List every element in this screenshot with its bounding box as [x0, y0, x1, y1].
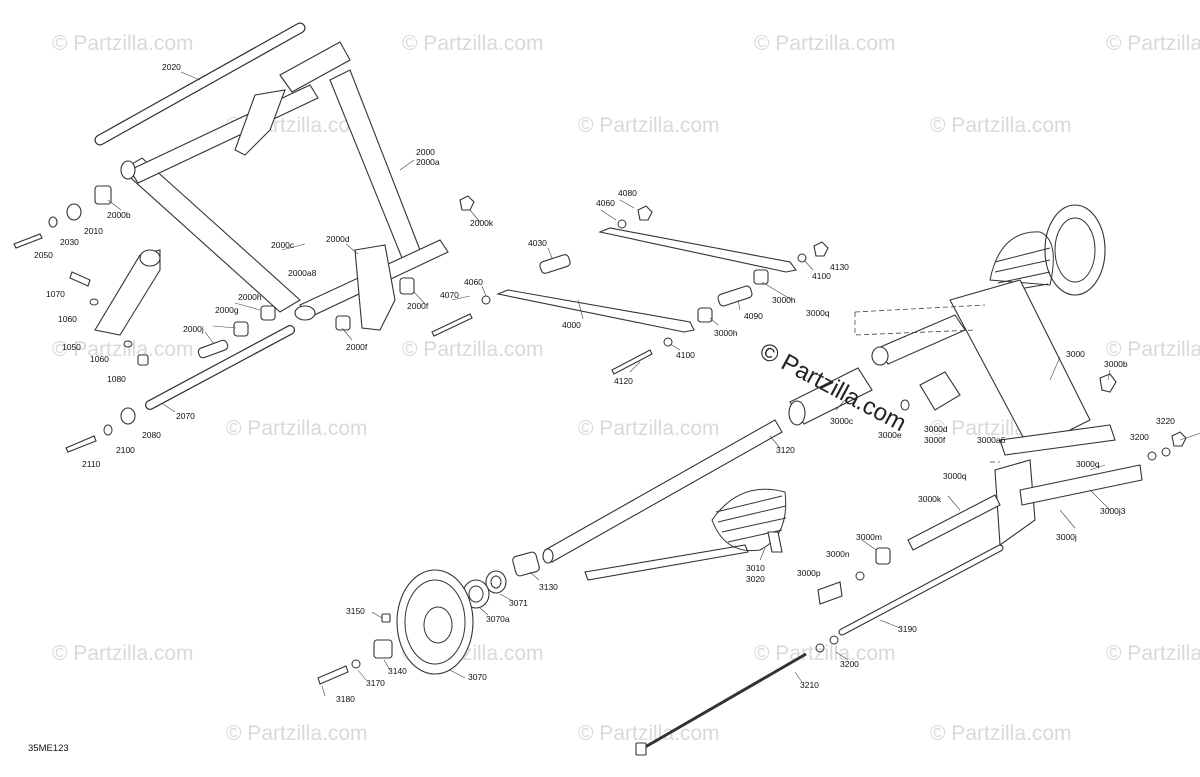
part-label: 3200: [840, 659, 859, 669]
part-label: 3000j3: [1100, 506, 1126, 516]
part-label: 3000k: [918, 494, 942, 504]
part-label: 1060: [58, 314, 77, 324]
part-label: 3180: [336, 694, 355, 704]
watermark: © Partzilla.com: [402, 338, 544, 361]
part-label: 3220: [1156, 416, 1175, 426]
watermark: © Partzilla.com: [52, 338, 194, 361]
part-label: 3130: [539, 582, 558, 592]
part-label: 3190: [898, 624, 917, 634]
part-label: 1080: [107, 374, 126, 384]
part-label: 2000h: [238, 292, 262, 302]
watermark: © Partzilla.com: [754, 642, 896, 665]
part-label: 3000f: [924, 435, 946, 445]
part-label: 3210: [800, 680, 819, 690]
part-label: 3070: [468, 672, 487, 682]
part-label: 3170: [366, 678, 385, 688]
watermark: © Partzilla.com: [52, 642, 194, 665]
part-label: 2000a: [416, 157, 440, 167]
part-labels: 2020 2000 2000a 2000b 2010 2030 2050 200…: [34, 62, 1175, 704]
part-label: 3200: [1130, 432, 1149, 442]
watermark: © Partzilla.com: [578, 722, 720, 745]
part-label: 4090: [744, 311, 763, 321]
part-label: 3000: [1066, 349, 1085, 359]
part-label: 2030: [60, 237, 79, 247]
link-rods: [431, 205, 829, 375]
part-label: 3000j: [1056, 532, 1077, 542]
part-label: 1060: [90, 354, 109, 364]
part-label: 3010: [746, 563, 765, 573]
part-label: 2000d: [326, 234, 350, 244]
watermark: © Partzilla.com: [578, 114, 720, 137]
part-label: 2010: [84, 226, 103, 236]
part-label: 4130: [830, 262, 849, 272]
watermark: © Partzilla.com: [226, 722, 368, 745]
part-label: 2080: [142, 430, 161, 440]
part-label: 2000j: [183, 324, 204, 334]
lower-shaft-assembly: [317, 419, 787, 685]
part-label: 3020: [746, 574, 765, 584]
watermark: © Partzilla.com: [226, 417, 368, 440]
part-label: 3000q: [806, 308, 830, 318]
part-label: 4060: [596, 198, 615, 208]
part-label: 2000f: [407, 301, 429, 311]
watermark: © Partzilla.com: [930, 722, 1072, 745]
part-label: 3120: [776, 445, 795, 455]
part-label: 3000q: [1076, 459, 1100, 469]
part-label: 2110: [82, 459, 101, 469]
part-label: 3000e: [878, 430, 902, 440]
part-label: 2070: [176, 411, 195, 421]
part-label: 3000p: [797, 568, 821, 578]
part-label: 3000d: [924, 424, 948, 434]
part-label: 4120: [614, 376, 633, 386]
part-label: 4030: [528, 238, 547, 248]
part-label: 2000g: [215, 305, 239, 315]
part-label: 2050: [34, 250, 53, 260]
part-label: 1070: [46, 289, 65, 299]
part-label: 2000c: [271, 240, 295, 250]
diagram-code: 35ME123: [28, 743, 69, 754]
part-label: 4100: [676, 350, 695, 360]
part-label: 3000c: [830, 416, 854, 426]
part-label: 3000h: [772, 295, 796, 305]
part-label: 3071: [509, 598, 528, 608]
part-label: 3000a6: [977, 435, 1006, 445]
part-label: 4060: [464, 277, 483, 287]
part-label: 2000f: [346, 342, 368, 352]
part-label: 2000k: [470, 218, 494, 228]
part-label: 3000n: [826, 549, 850, 559]
watermark: © Partzilla.com: [1106, 338, 1200, 361]
part-label: 3000h: [714, 328, 738, 338]
part-label: 2020: [162, 62, 181, 72]
part-label: 2000a8: [288, 268, 317, 278]
upper-arm-assembly: [13, 22, 475, 453]
watermark: © Partzilla.com: [52, 32, 194, 55]
watermark: © Partzilla.com: [1106, 642, 1200, 665]
part-label: 3070a: [486, 614, 510, 624]
part-label: 3000m: [856, 532, 882, 542]
watermark: © Partzilla.com: [1106, 32, 1200, 55]
part-label: 4000: [562, 320, 581, 330]
part-label: 3140: [388, 666, 407, 676]
part-label: 1050: [62, 342, 81, 352]
leader-lines: [107, 71, 1200, 697]
rear-arm-assembly: [635, 204, 1187, 756]
part-label: 4100: [812, 271, 831, 281]
watermark: © Partzilla.com: [402, 32, 544, 55]
part-label: 3000b: [1104, 359, 1128, 369]
part-label: 4070: [440, 290, 459, 300]
part-label: 2100: [116, 445, 135, 455]
watermark: © Partzilla.com: [578, 417, 720, 440]
part-label: 2000b: [107, 210, 131, 220]
watermark: © Partzilla.com: [754, 32, 896, 55]
part-label: 3150: [346, 606, 365, 616]
part-label: 4080: [618, 188, 637, 198]
part-label: 3000q: [943, 471, 967, 481]
watermark: © Partzilla.com: [930, 114, 1072, 137]
part-label: 2000: [416, 147, 435, 157]
